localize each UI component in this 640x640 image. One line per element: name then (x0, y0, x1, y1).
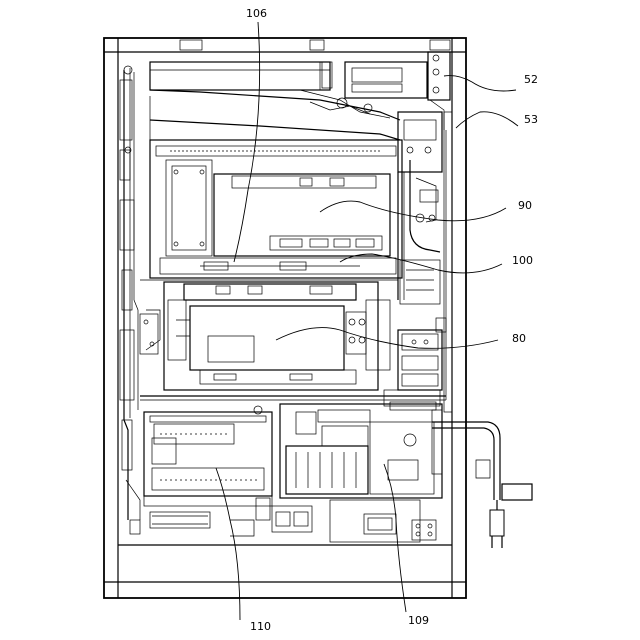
leader-80 (276, 328, 498, 349)
ref-label-110: 110 (250, 620, 271, 633)
ref-label-80: 80 (512, 332, 526, 345)
leader-90 (320, 201, 506, 221)
component-80 (140, 282, 390, 390)
component-53 (398, 112, 452, 412)
ref-label-52: 52 (524, 73, 538, 86)
component-110 (130, 406, 272, 534)
ref-label-109: 109 (408, 614, 429, 627)
left-wiring-rail (120, 66, 140, 520)
leader-52 (444, 76, 516, 91)
component-90-wiring (398, 160, 440, 304)
leader-106 (234, 22, 260, 262)
ref-label-53: 53 (524, 113, 538, 126)
component-109 (280, 402, 442, 498)
ref-label-90: 90 (518, 199, 532, 212)
top-duct-assembly (150, 62, 400, 140)
ref-label-106: 106 (246, 7, 267, 20)
right-module (384, 318, 446, 406)
callouts: 106 52 53 90 100 80 110 109 (216, 7, 538, 633)
ref-label-100: 100 (512, 254, 533, 267)
leader-109 (384, 464, 406, 612)
power-cord (432, 422, 532, 548)
bottom-brackets (230, 498, 436, 542)
upper-enclosure (150, 140, 402, 278)
